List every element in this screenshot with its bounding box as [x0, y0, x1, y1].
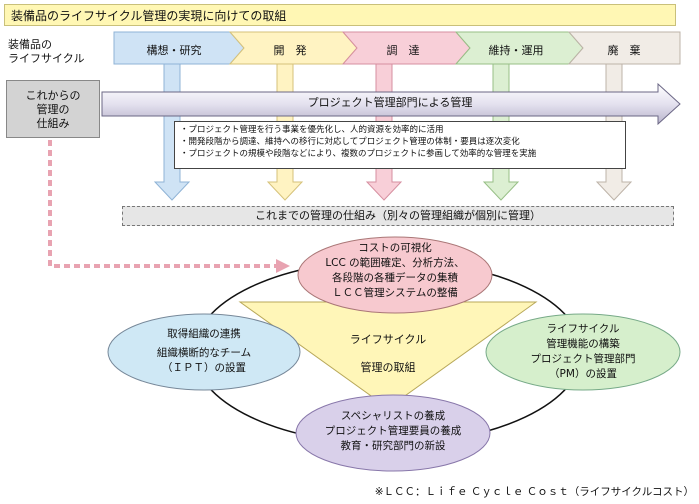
node-line: 取得組織の連携	[167, 328, 241, 340]
page-title: 装備品のライフサイクル管理の実現に向けての取組	[4, 4, 676, 26]
node-line: ライフサイクル	[546, 323, 620, 335]
node-bottom-text: スペシャリストの養成 プロジェクト管理要員の養成 教育・研究部門の新設	[296, 409, 490, 454]
node-line: プロジェクト管理要員の養成	[324, 425, 462, 437]
node-line: 教育・研究部門の新設	[340, 440, 446, 452]
center-label-bottom: 管理の取組	[360, 361, 416, 374]
new-system-line: これからの	[25, 89, 81, 102]
bullet-item: ・開発段階から調達、維持への移行に対応してプロジェクト管理の体制・要員は逐次変化	[180, 137, 520, 147]
lifecycle-label: 装備品の ライフサイクル	[8, 38, 84, 66]
node-line: コストの可視化	[358, 242, 432, 254]
phase-chevron-5	[567, 31, 681, 65]
node-line: 各段階の各種データの集積	[332, 272, 458, 284]
node-line: スペシャリストの養成	[340, 410, 446, 422]
new-system-box: これからの 管理の 仕組み	[6, 80, 100, 138]
pm-arrow-label: プロジェクト管理部門による管理	[307, 96, 473, 109]
center-label-top: ライフサイクル	[349, 333, 427, 346]
node-left-ellipse	[107, 313, 301, 391]
node-right-text: ライフサイクル 管理機能の構築 プロジェクト管理部門 （PM）の設置	[486, 322, 680, 382]
phase-label-operation: 維持・運用	[488, 44, 544, 57]
node-line: 管理機能の構築	[546, 338, 620, 350]
connector-dashed-arrow	[48, 140, 278, 268]
old-system-box: これまでの管理の仕組み（別々の管理組織が個別に管理）	[122, 206, 674, 226]
phase-chevrons	[113, 31, 681, 65]
phase-label-development: 開 発	[273, 44, 307, 57]
bullet-item: ・プロジェクトの規模や段階などにより、複数のプロジェクトに参画して効率的な管理を…	[180, 149, 537, 159]
new-system-line: 管理の	[36, 103, 70, 116]
node-line: 組織横断的なチーム	[156, 347, 252, 359]
node-left-text: 取得組織の連携 組織横断的なチーム （ＩＰＴ）の設置	[108, 327, 300, 376]
bullet-box: ・プロジェクト管理を行う事業を優先化し、人的資源を効率的に活用 ・開発段階から調…	[174, 121, 626, 169]
node-right-ellipse	[485, 313, 681, 391]
phase-label-research: 構想・研究	[146, 44, 202, 57]
node-bottom-ellipse	[295, 394, 491, 472]
node-line: （ＩＰＴ）の設置	[162, 362, 246, 374]
new-system-line: 仕組み	[36, 117, 70, 130]
node-top-text: コストの可視化 LCC の範囲確定、分析方法、 各段階の各種データの集積 ＬＣＣ…	[298, 241, 492, 301]
node-top-ellipse	[297, 236, 493, 314]
down-arrow-1	[153, 63, 191, 201]
phase-label-disposal: 廃 棄	[607, 44, 641, 57]
node-line: LCC の範囲確定、分析方法、	[325, 257, 465, 269]
bullet-item: ・プロジェクト管理を行う事業を優先化し、人的資源を効率的に活用	[180, 125, 444, 135]
node-line: プロジェクト管理部門	[530, 353, 636, 365]
phase-label-procurement: 調 達	[386, 44, 420, 57]
connector-arrowhead	[276, 259, 290, 273]
lifecycle-label-line: ライフサイクル	[8, 52, 85, 65]
footnote: ※ＬＣＣ：Ｌｉｆｅ Ｃｙｃｌｅ Ｃｏｓｔ（ライフサイクルコスト）	[374, 486, 694, 498]
pm-arrow	[101, 82, 681, 126]
lifecycle-label-line: 装備品の	[8, 38, 52, 51]
node-line: ＬＣＣ管理システムの整備	[332, 287, 458, 299]
node-line: （PM）の設置	[549, 368, 617, 380]
